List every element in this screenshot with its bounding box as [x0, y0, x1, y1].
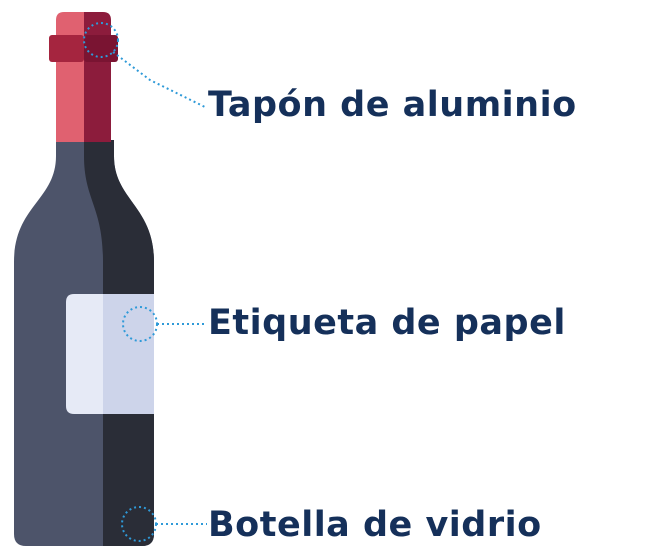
- paper-label-light: [66, 294, 103, 414]
- callout-cap: [83, 22, 208, 109]
- callout-glass: [121, 506, 207, 542]
- cap-dark-side: [84, 12, 111, 142]
- label-glass-bottle: Botella de vidrio: [208, 505, 542, 545]
- label-aluminum-cap: Tapón de aluminio: [208, 85, 577, 125]
- cap-light-side: [56, 12, 84, 142]
- label-paper-label: Etiqueta de papel: [208, 303, 566, 343]
- callout-paper-label: [122, 306, 207, 342]
- callout-circle-cap: [83, 22, 119, 58]
- bottle-cap: [49, 12, 118, 142]
- leader-line-cap: [112, 51, 208, 109]
- paper-label-dark: [103, 294, 154, 414]
- cap-ring-light: [49, 35, 84, 62]
- paper-label: [66, 294, 154, 414]
